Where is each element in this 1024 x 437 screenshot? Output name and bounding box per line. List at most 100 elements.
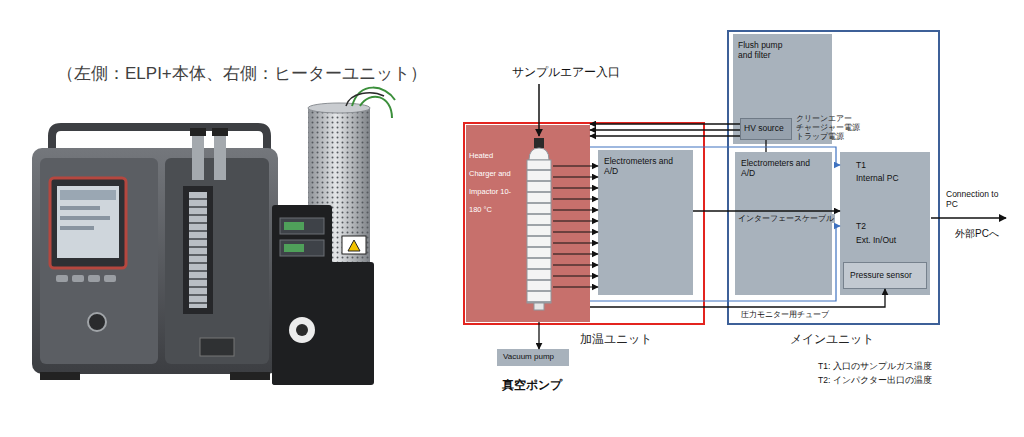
signal-arrow xyxy=(553,232,598,233)
device-body xyxy=(32,148,278,374)
impactor-stack xyxy=(189,192,207,308)
label-anchor: インターフェースケーブル xyxy=(737,214,835,223)
device-connector xyxy=(192,132,204,180)
box-label: T2 xyxy=(856,221,866,231)
box-label: Vacuum pump xyxy=(503,352,554,362)
device-connector xyxy=(214,132,226,180)
heater-base xyxy=(272,262,374,385)
display-digits xyxy=(284,222,304,230)
device-foot xyxy=(40,372,80,380)
device-side-panel xyxy=(165,158,269,364)
label-anchor: トラップ電源 xyxy=(796,133,844,142)
heater-wire xyxy=(346,93,384,106)
device-button xyxy=(88,275,100,282)
heating-unit-box: Heated Charger and Impactor 10-180 °C Ele… xyxy=(463,122,705,325)
impactor-outlet xyxy=(534,303,544,310)
label-anchor: （左側：ELPI+本体、右側：ヒーターユニット） xyxy=(57,64,427,84)
signal-arrow xyxy=(553,199,598,200)
inlet-arrow xyxy=(538,84,540,136)
connector-cap xyxy=(212,128,228,136)
signal-arrow xyxy=(553,188,598,189)
heater-wire xyxy=(360,97,392,118)
electrometer-box: Electrometers and A/D xyxy=(735,152,832,295)
device-port xyxy=(200,338,234,356)
signal-arrow xyxy=(553,210,598,211)
electrometer-box: Electrometers and A/D xyxy=(598,150,693,295)
pc-connection-arrow xyxy=(931,217,1006,219)
unit-caption: 加温ユニット xyxy=(580,332,652,346)
box-label: Pressure sensor xyxy=(850,270,912,280)
box-label: Heated Charger and Impactor 10-180 °C xyxy=(469,147,519,219)
box-label: Ext. In/Out xyxy=(856,235,896,245)
device-button xyxy=(104,275,116,282)
supply-arrow xyxy=(590,129,740,130)
line-label: チャージャー電源 xyxy=(796,124,860,133)
impactor-stages xyxy=(527,160,551,303)
device-knob xyxy=(88,313,106,331)
inlet-nozzle xyxy=(534,138,544,148)
signal-arrow xyxy=(553,221,598,222)
line-label: クリーンエアー xyxy=(796,115,852,124)
screen-line xyxy=(60,206,100,210)
label-anchor: T1: 入口のサンプルガス温度 xyxy=(818,362,932,372)
device-button xyxy=(72,275,84,282)
edge-label: 圧力モニター用チューブ xyxy=(740,310,830,319)
display-digits xyxy=(284,244,304,252)
label-anchor: クリーンエアー xyxy=(796,115,852,124)
device-front-panel xyxy=(40,158,158,364)
internal-pc-box: Pressure sensor T1Internal PC T2Ext. In/Ou… xyxy=(840,152,930,295)
controller-display xyxy=(280,240,324,256)
power-line xyxy=(765,140,766,152)
warning-sticker xyxy=(342,236,366,254)
label-anchor: Connection to PC xyxy=(946,190,1012,210)
box-label: Internal PC xyxy=(856,173,899,183)
label-anchor: 圧力モニター用チューブ xyxy=(740,310,830,319)
hv-source-box: HV source xyxy=(740,118,792,140)
box-label: HV source xyxy=(744,123,784,133)
main-unit-box: HV source Flush pump and filterElectromet… xyxy=(727,30,940,325)
signal-arrow xyxy=(553,287,598,288)
power-socket xyxy=(289,317,315,343)
note-text: T1: 入口のサンプルガス温度 xyxy=(818,362,932,372)
label-anchor: チャージャー電源 xyxy=(796,124,860,133)
device-screen xyxy=(57,186,119,258)
label-anchor: サンプルエアー入口 xyxy=(512,66,620,80)
connection-label: 外部PCへ xyxy=(955,228,999,240)
controller-display xyxy=(280,218,324,234)
box-label: Electrometers and A/D xyxy=(741,158,811,178)
supply-arrow xyxy=(590,135,740,136)
charger-cap xyxy=(529,148,549,160)
signal-arrow xyxy=(553,254,598,255)
pressure-sensor-box: Pressure sensor xyxy=(843,262,927,289)
signal-arrow xyxy=(553,177,598,178)
connection-label: Connection to PC xyxy=(946,190,1012,210)
signal-arrow xyxy=(553,265,598,266)
vacuum-pump-box: Vacuum pump真空ポンプ xyxy=(497,349,569,366)
socket-hole xyxy=(296,324,308,336)
signal-arrow xyxy=(553,276,598,277)
edge-label: インターフェースケーブル xyxy=(737,214,835,223)
label-anchor: 外部PCへ xyxy=(955,228,999,240)
impactor-window xyxy=(183,186,213,314)
screen-bar xyxy=(60,190,116,200)
photo-caption: （左側：ELPI+本体、右側：ヒーターユニット） xyxy=(57,64,427,84)
warning-symbol xyxy=(348,240,360,251)
unit-caption: 真空ポンプ xyxy=(502,378,562,392)
signal-arrow xyxy=(553,243,598,244)
line-label: トラップ電源 xyxy=(796,133,844,142)
label-anchor: T2: インパクター出口の温度 xyxy=(818,376,932,386)
note-text: T2: インパクター出口の温度 xyxy=(818,376,932,386)
box-label: T1 xyxy=(856,160,866,170)
exhaust-arrow xyxy=(538,322,539,349)
screen-bezel xyxy=(50,178,126,268)
device-button xyxy=(56,275,68,282)
supply-arrow xyxy=(590,123,740,124)
screen-line xyxy=(60,216,110,220)
device-foot xyxy=(230,372,270,380)
inlet-label: サンプルエアー入口 xyxy=(512,66,620,80)
connector-cap xyxy=(190,128,206,136)
unit-caption: メインユニット xyxy=(790,332,874,346)
screen-line xyxy=(60,226,94,230)
box-label: Flush pump and filter xyxy=(738,40,798,60)
